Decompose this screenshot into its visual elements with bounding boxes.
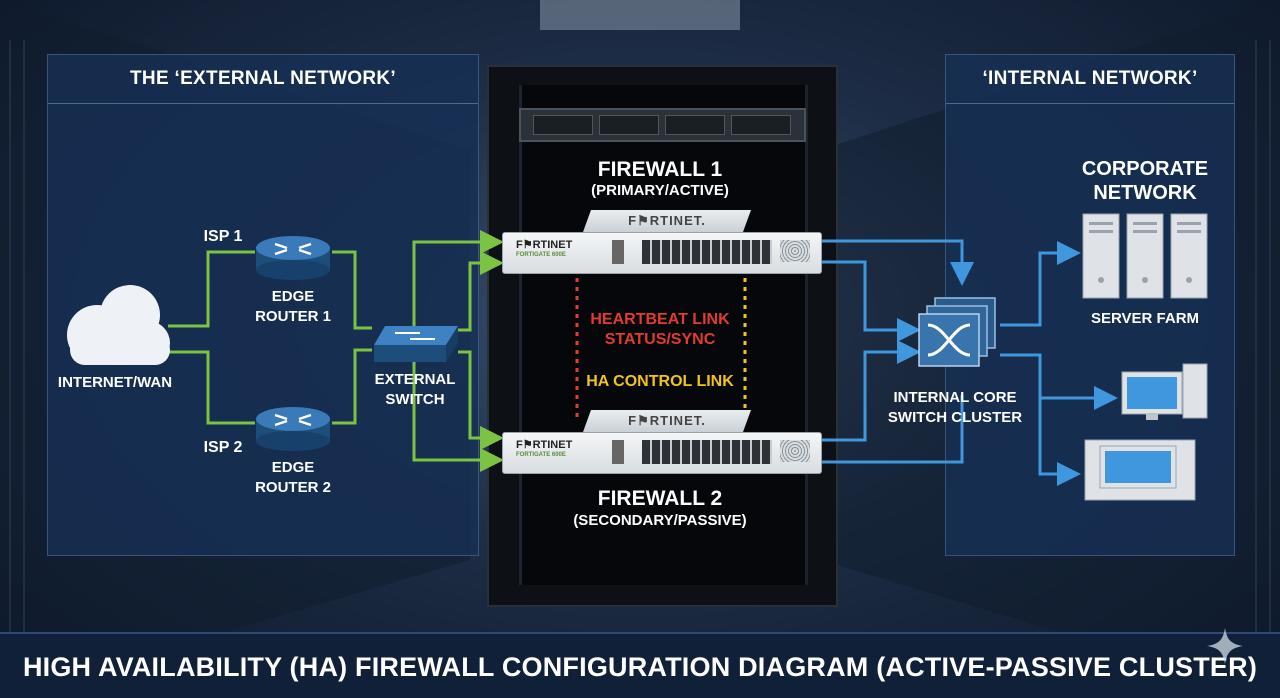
server-farm-icon bbox=[1082, 213, 1208, 299]
fw2-model: FORTIGATE 600E bbox=[516, 452, 566, 458]
footer-bar: HIGH AVAILABILITY (HA) FIREWALL CONFIGUR… bbox=[0, 632, 1280, 698]
firewall-2-title: FIREWALL 2 bbox=[597, 487, 723, 510]
workstation-icon bbox=[1084, 439, 1196, 501]
link-core-pc2 bbox=[1020, 353, 1081, 486]
firewall-1-role: (PRIMARY/ACTIVE) bbox=[591, 182, 729, 199]
server-rack bbox=[487, 65, 838, 607]
workstation-icon bbox=[1121, 363, 1208, 420]
rack-interior bbox=[519, 85, 808, 585]
firewall-2-role: (SECONDARY/PASSIVE) bbox=[573, 512, 747, 529]
link-switch-fw1-b bbox=[458, 251, 504, 332]
link-fw1-core-b bbox=[822, 260, 921, 342]
firewall-1-title: FIREWALL 1 bbox=[597, 158, 723, 181]
router1-label-line2: ROUTER 1 bbox=[255, 308, 331, 325]
link-switch-fw2-b bbox=[412, 362, 504, 472]
ext-switch-label-line1: EXTERNAL bbox=[374, 371, 456, 388]
internet-wan-label: INTERNET/WAN bbox=[57, 374, 173, 391]
fw1-model: FORTIGATE 600E bbox=[516, 252, 566, 258]
link-internet-router2 bbox=[168, 350, 255, 425]
link-fw2-core-a bbox=[822, 340, 921, 442]
heartbeat-label-line1: HEARTBEAT LINK bbox=[590, 311, 730, 328]
corporate-network-line1: CORPORATE bbox=[1081, 158, 1209, 180]
internal-network-title: ‘INTERNAL NETWORK’ bbox=[946, 55, 1234, 104]
external-network-title: THE ‘EXTERNAL NETWORK’ bbox=[48, 55, 478, 104]
link-fw1-core-a bbox=[822, 239, 974, 286]
fw1-brand: F⚑RTINET bbox=[516, 239, 573, 251]
cloud-icon bbox=[67, 285, 170, 365]
link-switch-fw2-a bbox=[458, 350, 504, 450]
isp1-label: ISP 1 bbox=[203, 228, 243, 245]
router-icon bbox=[256, 236, 330, 280]
router2-label-line2: ROUTER 2 bbox=[255, 479, 331, 496]
link-core-serverfarm bbox=[1000, 241, 1081, 327]
server-farm-label: SERVER FARM bbox=[1090, 310, 1200, 327]
link-router2-switch bbox=[332, 348, 372, 425]
fw2-brand-top: F⚑RTINET. bbox=[628, 413, 706, 428]
link-router1-switch bbox=[332, 250, 372, 330]
link-switch-fw1-a bbox=[412, 230, 504, 330]
fw1-brand-top: F⚑RTINET. bbox=[628, 213, 706, 228]
router1-label-line1: EDGE bbox=[271, 288, 315, 305]
core-switch-label-line1: INTERNAL CORE bbox=[893, 389, 1017, 406]
core-switch-label-line2: SWITCH CLUSTER bbox=[887, 409, 1023, 426]
router-icon bbox=[256, 407, 330, 451]
ha-control-label: HA CONTROL LINK bbox=[586, 373, 734, 390]
sparkle-icon bbox=[1207, 628, 1243, 664]
fw2-brand: F⚑RTINET bbox=[516, 439, 573, 451]
isp2-label: ISP 2 bbox=[203, 439, 243, 456]
router2-label-line1: EDGE bbox=[271, 459, 315, 476]
firewall-1-device: F⚑RTINET. F⚑RTINET FORTIGATE 600E bbox=[502, 210, 822, 274]
link-internet-router1 bbox=[168, 250, 255, 328]
core-switch-icon bbox=[918, 297, 996, 367]
corporate-network-line2: NETWORK bbox=[1093, 182, 1197, 204]
heartbeat-label-line2: STATUS/SYNC bbox=[604, 331, 716, 348]
diagram-title: HIGH AVAILABILITY (HA) FIREWALL CONFIGUR… bbox=[22, 651, 1258, 682]
ext-switch-label-line2: SWITCH bbox=[385, 391, 445, 408]
firewall-2-device: F⚑RTINET. F⚑RTINET FORTIGATE 600E bbox=[502, 410, 822, 474]
external-switch-icon bbox=[374, 326, 458, 362]
link-fw2-core-b bbox=[822, 395, 964, 464]
rack-top-unit bbox=[519, 108, 806, 142]
